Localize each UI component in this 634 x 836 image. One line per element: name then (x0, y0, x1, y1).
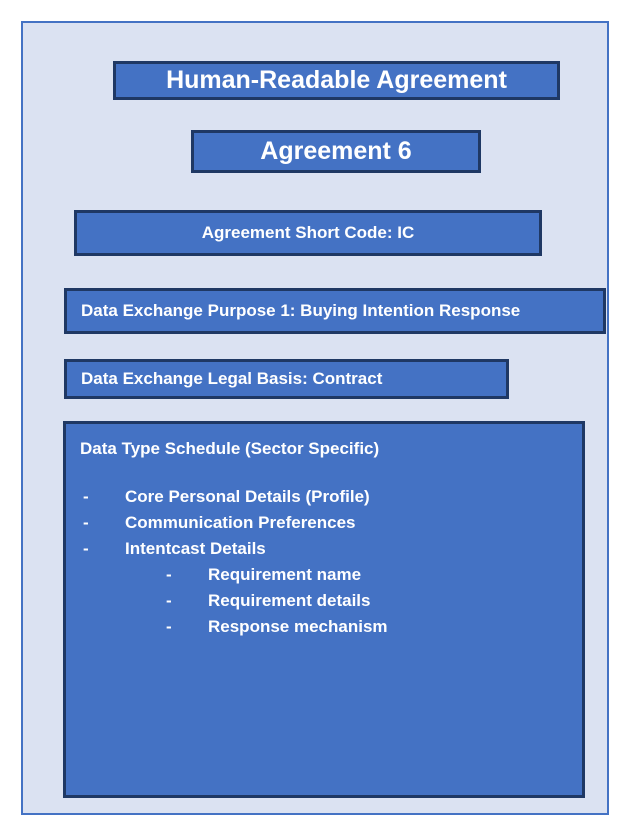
list-item-label: Response mechanism (208, 617, 388, 636)
dash-bullet-icon: - (83, 487, 89, 506)
list-item-label: Intentcast Details (125, 539, 266, 558)
list-item-label: Requirement details (208, 591, 371, 610)
data-type-schedule-panel: Data Type Schedule (Sector Specific) - C… (63, 421, 585, 798)
page-title: Human-Readable Agreement (113, 61, 560, 100)
intentcast-sub-list: - Requirement name - Requirement details… (80, 562, 582, 640)
dash-bullet-icon: - (166, 565, 172, 584)
list-item: - Requirement name (80, 562, 582, 588)
dash-bullet-icon: - (166, 617, 172, 636)
agreement-short-code: Agreement Short Code: IC (74, 210, 542, 256)
list-item: - Core Personal Details (Profile) (80, 484, 582, 510)
list-item: - Requirement details (80, 588, 582, 614)
list-item-label: Requirement name (208, 565, 362, 584)
data-exchange-legal-basis: Data Exchange Legal Basis: Contract (64, 359, 509, 399)
list-item: - Communication Preferences (80, 510, 582, 536)
data-type-list: - Core Personal Details (Profile) - Comm… (80, 484, 582, 640)
data-exchange-purpose: Data Exchange Purpose 1: Buying Intentio… (64, 288, 606, 334)
list-item: - Intentcast Details (80, 536, 582, 562)
list-item-label: Core Personal Details (Profile) (125, 487, 370, 506)
agreement-page-frame: Human-Readable Agreement Agreement 6 Agr… (21, 21, 609, 815)
dash-bullet-icon: - (166, 591, 172, 610)
list-item: - Response mechanism (80, 614, 582, 640)
agreement-identifier: Agreement 6 (191, 130, 481, 173)
schedule-heading: Data Type Schedule (Sector Specific) (80, 439, 380, 458)
dash-bullet-icon: - (83, 539, 89, 558)
list-item-label: Communication Preferences (125, 513, 356, 532)
dash-bullet-icon: - (83, 513, 89, 532)
